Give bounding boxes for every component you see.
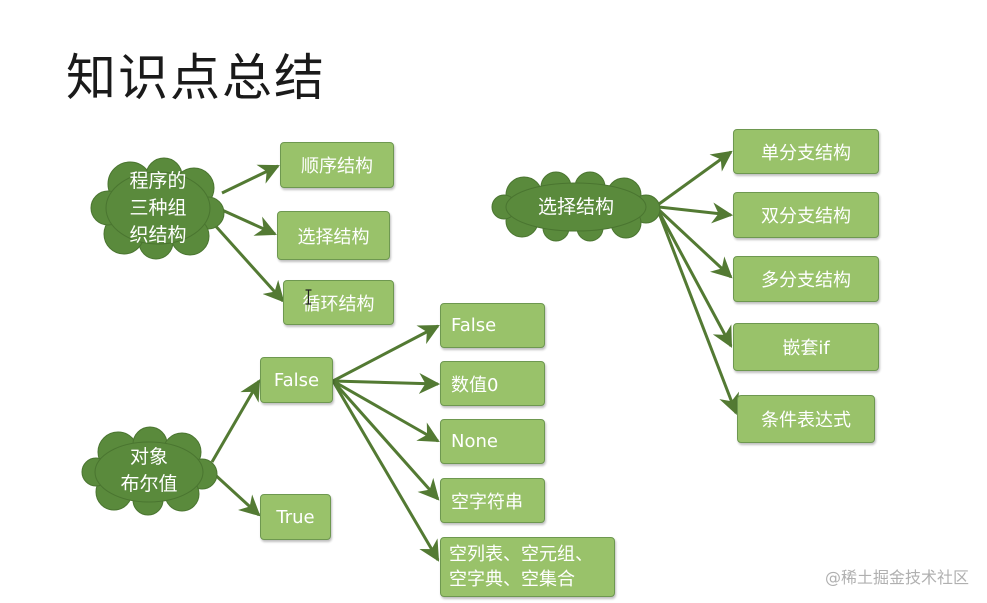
cloud-shape: [90, 157, 225, 260]
arrow-false-empty-string: [331, 380, 440, 501]
arrow-selection-double: [658, 202, 734, 224]
box-conditional-expression: 条件表达式: [737, 395, 875, 443]
arrow-program-selection: [221, 208, 277, 236]
box-value-none: None: [440, 419, 545, 464]
cloud-selection: 选择结构: [490, 171, 662, 242]
arrow-program-loop: [210, 220, 285, 303]
cloud-program-label: 程序的 三种组 织结构: [129, 169, 187, 246]
cloud-shape: [491, 171, 661, 242]
box-single-branch: 单分支结构: [733, 129, 879, 174]
arrow-selection-nested: [657, 211, 733, 348]
watermark: @稀土掘金技术社区: [824, 568, 969, 587]
box-value-empty-string: 空字符串: [440, 478, 545, 523]
cloud-bool-label: 对象 布尔值: [120, 446, 178, 495]
arrow-selection-conditional: [657, 212, 740, 415]
arrow-false-none: [332, 379, 440, 443]
box-false: False: [260, 357, 333, 403]
box-true: True: [260, 494, 331, 540]
arrow-selection-single: [658, 150, 733, 206]
arrow-selection-multi: [657, 208, 733, 279]
box-multi-branch: 多分支结构: [733, 256, 879, 302]
arrow-false-zero: [332, 372, 441, 394]
cloud-object-bool: 对象 布尔值: [80, 426, 218, 516]
box-value-empty-collections: 空列表、空元组、 空字典、空集合: [440, 537, 615, 597]
cloud-shape: [81, 426, 218, 516]
box-double-branch: 双分支结构: [733, 192, 879, 238]
text-cursor-icon: [305, 289, 312, 305]
box-loop-structure: 循环结构: [283, 280, 394, 325]
arrow-false-false: [332, 324, 440, 383]
box-value-zero: 数值0: [440, 361, 545, 406]
arrow-program-sequence: [221, 164, 280, 195]
box-nested-if: 嵌套if: [733, 323, 879, 371]
box-sequence-structure: 顺序结构: [280, 142, 394, 188]
arrow-false-empty-collections: [331, 380, 440, 562]
slide-title: 知识点总结: [66, 49, 326, 107]
arrow-bool-true: [210, 470, 261, 517]
arrow-bool-false: [210, 379, 261, 463]
cloud-selection-label: 选择结构: [537, 195, 614, 218]
box-value-false: False: [440, 303, 545, 348]
box-selection-structure: 选择结构: [277, 211, 390, 260]
cloud-program-structures: 程序的 三种组 织结构: [90, 157, 226, 260]
